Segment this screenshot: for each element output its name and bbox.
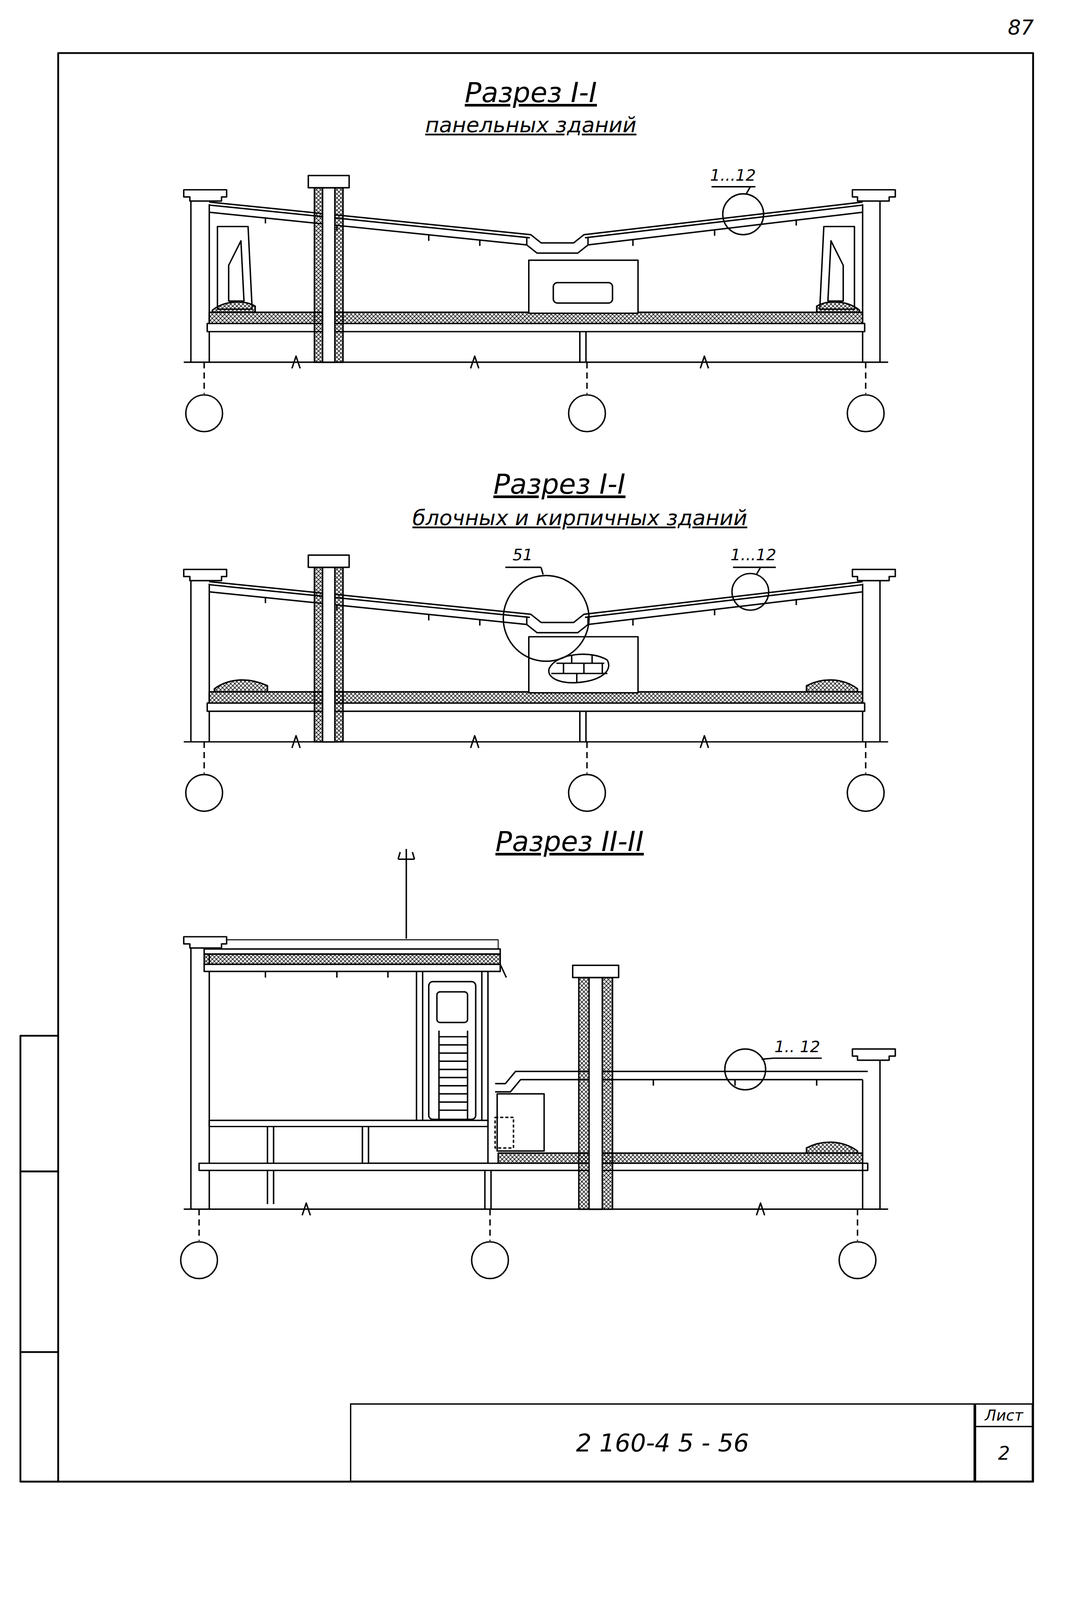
- drawing-line: [228, 240, 244, 302]
- drawing-line: [204, 964, 501, 972]
- drawing-line: [204, 954, 501, 965]
- drawing-line: [528, 636, 639, 693]
- drawing-line: [397, 849, 415, 939]
- drawing-line: [553, 282, 613, 304]
- drawing-body: [20, 53, 1034, 1483]
- drawing-line: [816, 302, 860, 313]
- drawing-line: [862, 1060, 880, 1210]
- drawing-line: [711, 186, 756, 195]
- page-number: 87: [1007, 16, 1034, 40]
- drawing-line: [198, 1209, 858, 1242]
- section-panel: [183, 175, 896, 432]
- drawing-line: [183, 1208, 889, 1211]
- drawing-line: [495, 1080, 863, 1093]
- drawing-line: [722, 194, 764, 235]
- callout-number: 1...12: [710, 166, 756, 185]
- section-title: Разрез I-I: [464, 77, 597, 108]
- drawing-line: [827, 240, 843, 302]
- box-text: Лист: [976, 1405, 1032, 1428]
- drawing-line: [212, 302, 256, 313]
- drawing-line: [578, 977, 613, 1210]
- section-panel-details: [212, 186, 860, 314]
- drawing-line: [653, 1080, 817, 1087]
- sheet-cell: Лист2: [974, 1403, 1034, 1483]
- drawing-line: [724, 1049, 766, 1091]
- box-text: 2 160-4 5 - 56: [351, 1405, 974, 1483]
- drawing-line: [180, 1242, 218, 1280]
- drawing-line: [572, 965, 619, 978]
- drawing-line: [761, 1058, 823, 1060]
- title-block: 2 160-4 5 - 56: [349, 1403, 975, 1483]
- leader-line: [505, 567, 544, 575]
- box-text: 2: [976, 1426, 1032, 1481]
- drawing-line: [484, 1170, 492, 1210]
- stamp-divider: [974, 1426, 1034, 1428]
- drawing-line: [731, 573, 769, 611]
- drawing-line: [495, 1071, 868, 1085]
- drawing-line: [183, 937, 227, 949]
- callout-number: 1.. 12: [774, 1038, 821, 1057]
- section-title: Разрез I-I: [493, 469, 626, 500]
- drawing-line: [498, 1153, 863, 1164]
- drawing-line: [496, 1094, 545, 1152]
- drawing-line: [838, 1242, 876, 1280]
- drawing-line: [428, 981, 476, 1120]
- section-two: [180, 849, 896, 1280]
- sheet-frame: [58, 53, 1034, 1483]
- drawing-line: [806, 680, 858, 693]
- section-brick: [183, 555, 896, 812]
- drawing-line: [302, 1203, 765, 1217]
- drawing-line: [416, 971, 489, 1123]
- drawing-line: [265, 971, 389, 978]
- callout-number: 51: [512, 546, 533, 565]
- callout-number: 1...12: [730, 546, 777, 565]
- drawing-line: [226, 940, 498, 950]
- drawing-line: [204, 949, 501, 955]
- drawing-line: [819, 226, 855, 310]
- drawing-line: [368, 1127, 489, 1165]
- drawing-line: [852, 1049, 896, 1061]
- side-stamp: [20, 1036, 59, 1483]
- drawing-line: [588, 977, 603, 1210]
- drawing-line: [214, 680, 268, 693]
- section-subtitle: панельных зданий: [425, 113, 637, 137]
- drawing-line: [438, 1030, 468, 1120]
- section-subtitle: блочных и кирпичных зданий: [412, 506, 748, 530]
- drawing-line: [528, 260, 639, 314]
- section-title: Разрез II-II: [495, 826, 644, 858]
- drawing-line: [548, 654, 609, 684]
- drawing-line: [217, 226, 253, 310]
- drawing-line: [503, 575, 589, 662]
- drawing-line: [500, 964, 507, 978]
- leader-line: [732, 567, 776, 575]
- drawing-line: [471, 1242, 509, 1280]
- drawing-line: [495, 1117, 514, 1149]
- drawing-line: [806, 1142, 858, 1154]
- drawing-line: [198, 1163, 868, 1171]
- drawing-line: [437, 992, 468, 1023]
- section-brick-details: [214, 573, 858, 694]
- drawing-line: [209, 1120, 489, 1128]
